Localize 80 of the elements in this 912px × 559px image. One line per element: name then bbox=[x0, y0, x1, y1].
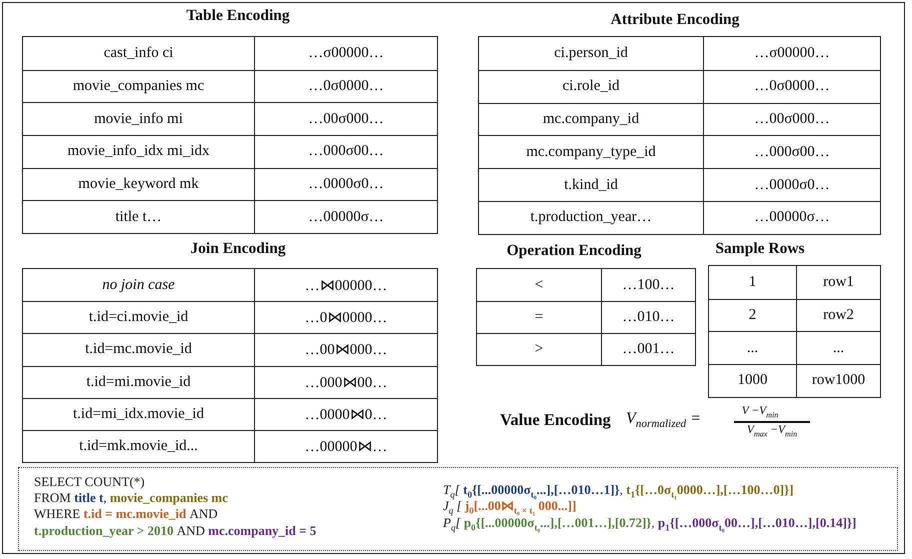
vector-label: P$_{q}$[ bbox=[443, 515, 461, 533]
table-cell-text: 1000 bbox=[736, 371, 768, 390]
formula-text: V$_{normalized}$ = bbox=[626, 410, 701, 430]
sql-predicate: t.production_year > 2010 bbox=[34, 523, 174, 539]
table-cell-text: ... bbox=[746, 338, 760, 358]
sql-table-name: movie_companies mc bbox=[110, 490, 228, 506]
table-cell-text: ci.person_id bbox=[553, 44, 629, 63]
table-heading: Join Encoding bbox=[190, 240, 286, 258]
table-cell: …00000⋈… bbox=[254, 430, 437, 462]
table-cell-text: cast_info ci bbox=[102, 44, 174, 63]
table-cell-text: movie_info_idx mi_idx bbox=[66, 142, 211, 162]
formula-heading: Value Encoding bbox=[500, 410, 611, 430]
table-heading: Table Encoding bbox=[186, 7, 290, 25]
table-cell: …σ00000… bbox=[254, 37, 437, 70]
vector-comma: , bbox=[651, 515, 655, 531]
sql-keyword: AND bbox=[189, 506, 218, 522]
table-cell: …000σ00… bbox=[703, 136, 880, 168]
table-cell-text: mc.company_id bbox=[542, 110, 640, 129]
table-cell-text: movie_companies mc bbox=[72, 77, 206, 96]
table-cell-text: mc.company_type_id bbox=[525, 142, 657, 162]
table-cell: …0⋈0000… bbox=[254, 302, 437, 334]
table-cell: row2 bbox=[796, 300, 880, 332]
table-cell: ... bbox=[796, 332, 880, 364]
fraction-numerator: V −V$_{min}$ bbox=[742, 405, 778, 420]
sql-join-condition: t.id = mc.movie_id bbox=[83, 506, 186, 522]
table-cell-text: t.kind_id bbox=[563, 176, 619, 195]
table-cell: …001… bbox=[601, 334, 695, 365]
table-vector: t$_{1}${[…0σ$_{t₁}$0000…],[…100…0]}] bbox=[626, 482, 794, 500]
table-cell-text: t.id=mi.movie_id bbox=[85, 372, 192, 392]
vector-label: J$_{q}$ [ bbox=[443, 498, 462, 516]
table-cell: …0000⋈0… bbox=[254, 398, 437, 430]
table-heading: Operation Encoding bbox=[506, 242, 642, 260]
table-cell-text: 1 bbox=[748, 272, 758, 292]
sql-comma: , bbox=[103, 490, 107, 506]
table-vector: t$_{0}${[...00000σ$_{t₀}$...],[…010…1]} bbox=[463, 482, 620, 500]
table-cell: …σ00000… bbox=[703, 37, 880, 70]
predicate-vector: p$_{1}${[…000σ$_{t₀}$00…],[…010…],[0.14]}] bbox=[658, 515, 856, 533]
table-cell: …00σ000… bbox=[703, 104, 880, 136]
sql-predicate: mc.company_id = 5 bbox=[208, 523, 316, 539]
table-cell: …0000σ0… bbox=[254, 168, 437, 200]
vector-comma: , bbox=[620, 482, 623, 498]
table-cell: row1000 bbox=[796, 365, 880, 397]
fraction-denominator: V$_{max}$ −V$_{min}$ bbox=[746, 424, 798, 438]
table-cell: …00000σ… bbox=[703, 202, 880, 234]
vector-label: T$_{q}$[ bbox=[443, 482, 460, 500]
table-cell: …00⋈000… bbox=[254, 334, 437, 366]
table-cell-text: no join case bbox=[101, 276, 176, 295]
table-cell-text: > bbox=[534, 340, 544, 359]
table-cell: …⋈00000… bbox=[254, 269, 437, 302]
table-cell: …0σ0000… bbox=[254, 70, 437, 102]
table-cell: …000σ00… bbox=[254, 136, 437, 168]
table-cell-text: movie_info mi bbox=[93, 110, 184, 129]
table-cell: …0000σ0… bbox=[703, 169, 880, 201]
table-cell: …00000σ… bbox=[254, 201, 437, 234]
table-cell-text: t.id=mk.movie_id... bbox=[78, 437, 199, 456]
sql-keyword: FROM bbox=[34, 490, 71, 506]
sql-table-name: title t bbox=[74, 490, 104, 506]
sql-keyword: AND bbox=[176, 523, 205, 539]
table-cell: …000⋈00… bbox=[254, 366, 437, 398]
sql-keyword: WHERE bbox=[34, 506, 80, 522]
table-heading: Attribute Encoding bbox=[610, 11, 740, 29]
table-cell-text: < bbox=[534, 276, 544, 294]
table-cell: …100… bbox=[601, 269, 695, 301]
table-cell: …0σ0000… bbox=[703, 70, 880, 103]
table-cell-text: title t… bbox=[114, 208, 163, 227]
table-cell: row1 bbox=[796, 266, 880, 299]
table-cell-text: t.id=mi_idx.movie_id bbox=[72, 404, 205, 424]
table-cell-text: t.id=ci.movie_id bbox=[88, 308, 190, 328]
sql-text: SELECT COUNT(*) bbox=[34, 474, 145, 490]
table-cell-text: ci.role_id bbox=[561, 77, 621, 96]
table-cell-text: movie_keyword mk bbox=[77, 175, 200, 194]
table-cell: …010… bbox=[601, 302, 695, 333]
table-cell-text: t.id=mc.movie_id bbox=[84, 340, 193, 360]
table-cell-text: = bbox=[534, 308, 544, 327]
predicate-vector: p$_{0}${[...00000σ$_{t₀}$...],[…001…],[0.72]} bbox=[464, 515, 652, 533]
table-cell-text: t.production_year… bbox=[529, 208, 653, 228]
table-cell-text: 2 bbox=[748, 306, 758, 326]
join-vector: j$_{0}$[...00⋈$_{t₀ × t₁}$ 000...]] bbox=[464, 498, 576, 516]
table-heading: Sample Rows bbox=[715, 240, 805, 258]
table-cell: …00σ000… bbox=[254, 103, 437, 136]
